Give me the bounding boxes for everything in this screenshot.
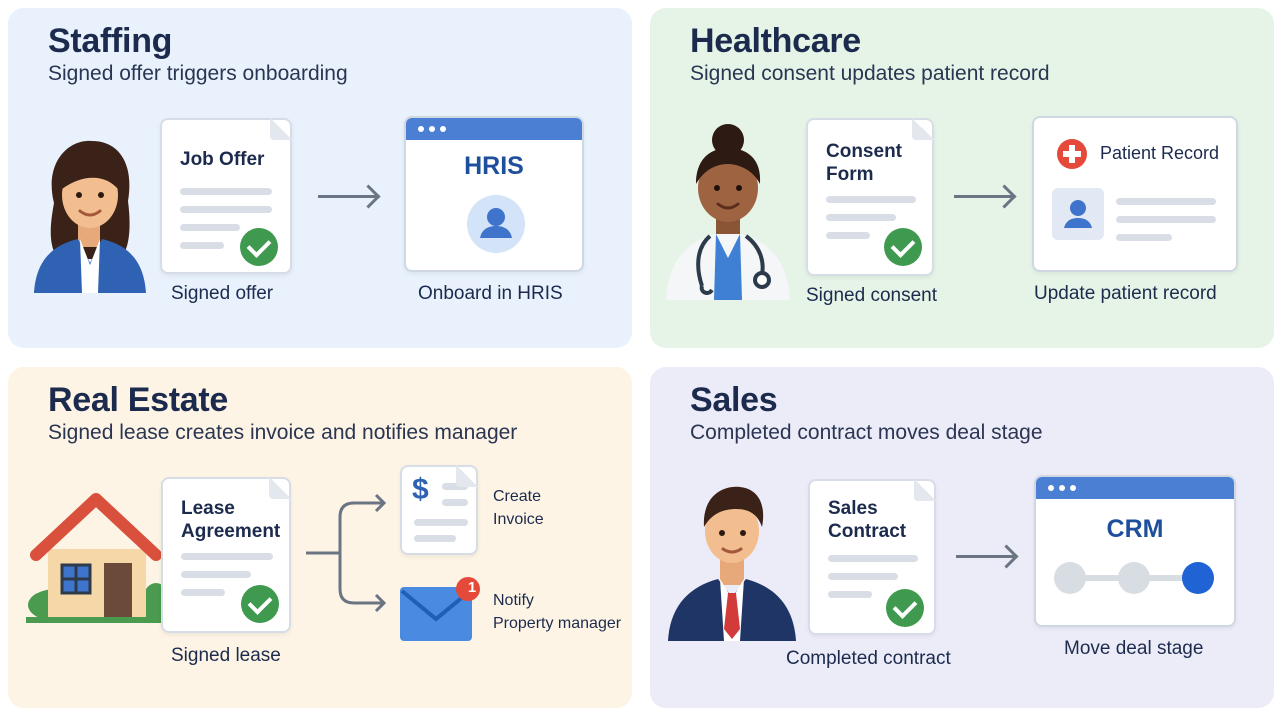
document-title-line: Sales [828,498,878,519]
record-line [1116,198,1216,205]
document-line [180,242,224,249]
patient-record-window: Patient Record [1032,116,1238,272]
dollar-icon: $ [412,473,429,506]
flow-arrow [954,195,1012,198]
system-caption: Onboard in HRIS [418,283,563,304]
woman-avatar-icon [34,140,146,293]
document-caption: Signed lease [171,645,281,666]
record-caption: Update patient record [1034,283,1217,304]
house-icon [26,493,166,623]
document-title-line: Lease [181,498,235,519]
flow-arrow [956,555,1014,558]
document-line [828,555,918,562]
doctor-avatar-icon [666,124,790,300]
businessman-avatar-icon [668,486,796,641]
document-line [826,214,896,221]
invoice-line [414,535,456,542]
document-line [180,224,240,231]
checkmark-icon [886,589,924,627]
deal-stage-node [1054,562,1086,594]
invoice-line [414,519,468,526]
window-dots-icon [1048,485,1054,491]
document-line [180,188,272,195]
invoice-label: Create [493,488,542,505]
patient-profile-icon [1052,188,1104,240]
document-title-line: Consent [826,141,902,162]
job-offer-document: Job Offer [160,118,292,274]
sales-panel: Sales Completed contract moves deal stag… [650,367,1274,708]
sales-contract-document: Sales Contract [808,479,936,635]
flow-arrow [318,195,376,198]
invoice-line [442,483,468,490]
crm-window: CRM [1034,475,1236,627]
system-title: HRIS [464,152,524,180]
notify-label: Notify [493,592,534,609]
deal-stage-node [1118,562,1150,594]
window-titlebar [406,118,582,140]
document-line [181,553,273,560]
system-caption: Move deal stage [1064,638,1204,659]
panel-subtitle: Completed contract moves deal stage [690,421,1043,444]
panel-subtitle: Signed offer triggers onboarding [48,62,348,85]
panel-title: Staffing [48,22,173,60]
document-title-line: Contract [828,521,907,542]
healthcare-panel: Healthcare Signed consent updates patien… [650,8,1274,348]
document-line [826,196,916,203]
checkmark-icon [884,228,922,266]
lease-agreement-document: Lease Agreement [161,477,291,633]
document-title-line: Agreement [181,521,281,542]
record-title: Patient Record [1100,143,1220,163]
consent-form-document: Consent Form [806,118,934,276]
real-estate-panel: Real Estate Signed lease creates invoice… [8,367,632,708]
window-dots-icon [418,126,424,132]
document-caption: Signed offer [171,283,274,304]
panel-title: Real Estate [48,381,229,419]
document-line [181,589,225,596]
record-line [1116,216,1216,223]
branching-arrow [306,493,387,613]
window-titlebar [1036,477,1234,499]
user-profile-icon [467,195,525,253]
document-caption: Completed contract [786,648,951,669]
panel-subtitle: Signed consent updates patient record [690,62,1050,85]
deal-stage-node-active [1182,562,1214,594]
document-title-line: Form [826,164,874,185]
document-line [826,232,870,239]
staffing-panel: Staffing Signed offer triggers onboardin… [8,8,632,348]
document-title: Job Offer [180,149,265,170]
document-line [828,591,872,598]
checkmark-icon [241,585,279,623]
notification-badge: 1 [467,579,477,596]
red-cross-icon [1057,139,1087,169]
checkmark-icon [240,228,278,266]
invoice-line [442,499,468,506]
hris-window: HRIS [404,116,584,272]
document-caption: Signed consent [806,285,937,306]
record-line [1116,234,1172,241]
notify-label: Property manager [493,615,622,632]
document-line [180,206,272,213]
document-line [181,571,251,578]
system-title: CRM [1106,515,1164,543]
envelope-icon [400,577,480,641]
panel-subtitle: Signed lease creates invoice and notifie… [48,421,518,444]
panel-title: Healthcare [690,22,861,60]
invoice-label: Invoice [493,511,544,528]
panel-title: Sales [690,381,778,419]
document-line [828,573,898,580]
invoice-document: $ [400,465,478,555]
